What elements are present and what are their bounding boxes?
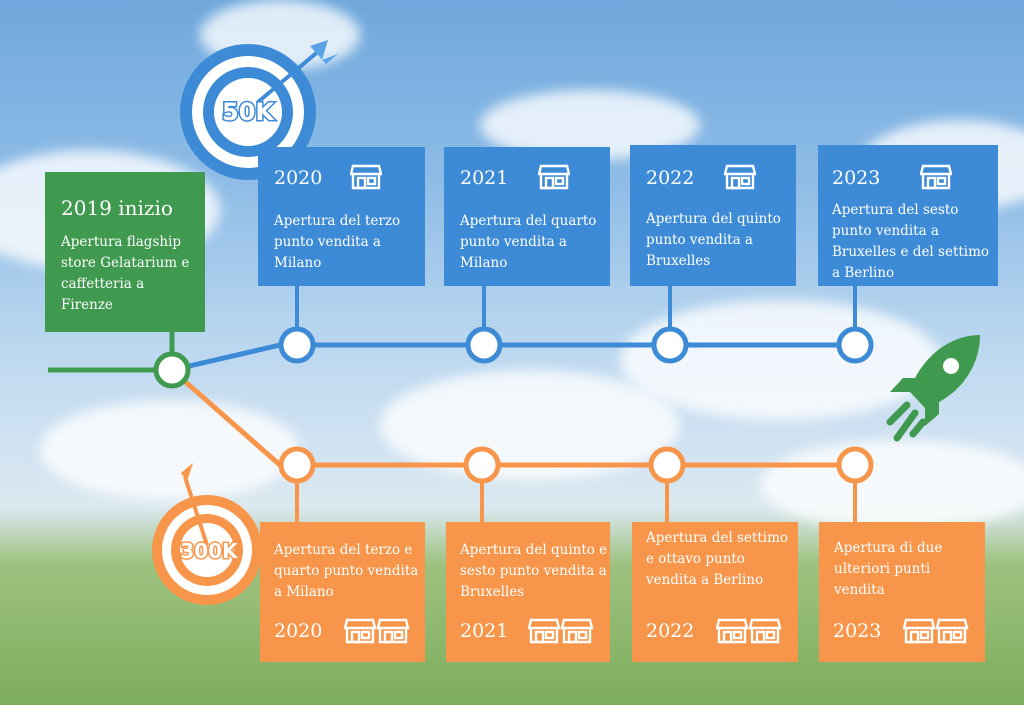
blue-node <box>465 326 503 364</box>
card-year: 2021 <box>460 167 509 189</box>
card-year: 2021 <box>460 620 509 642</box>
cloud <box>760 440 1024 530</box>
orange-card-2020: Apertura del terzo e quarto punto vendit… <box>260 522 425 662</box>
start-card: 2019 inizio Apertura flagship store Gela… <box>45 172 205 332</box>
card-year: 2022 <box>646 620 695 642</box>
card-description: Apertura del quarto punto vendita a Mila… <box>460 213 597 271</box>
blue-card-2023: 2023 Apertura del sesto punto vendita a … <box>818 145 998 286</box>
card-year: 2022 <box>646 167 695 189</box>
card-year: 2023 <box>832 167 881 189</box>
blue-node <box>651 326 689 364</box>
store-icon <box>528 618 594 644</box>
card-description: Apertura del quinto punto vendita a Brux… <box>646 211 781 269</box>
store-icon <box>350 164 382 190</box>
target-icon: 300K <box>152 463 262 605</box>
card-description: Apertura del terzo punto vendita a Milan… <box>274 213 401 271</box>
store-icon <box>903 618 969 644</box>
card-description: Apertura del settimo e ottavo punto vend… <box>646 530 789 588</box>
start-description: Apertura flagship store Gelatarium e caf… <box>61 234 190 313</box>
store-icon <box>724 164 756 190</box>
target-label: 50K <box>222 98 275 126</box>
blue-card-2021: 2021 Apertura del quarto punto vendita a… <box>444 147 610 286</box>
card-description: Apertura del sesto punto vendita a Bruxe… <box>832 202 990 281</box>
store-icon <box>344 618 410 644</box>
orange-card-2022: Apertura del settimo e ottavo punto vend… <box>632 522 798 662</box>
store-icon <box>920 164 952 190</box>
store-icon <box>538 164 570 190</box>
card-year: 2023 <box>833 620 882 642</box>
card-year: 2020 <box>274 167 323 189</box>
orange-node <box>648 446 686 484</box>
orange-node <box>463 446 501 484</box>
target-icon: 50K <box>180 40 338 180</box>
start-year: 2019 inizio <box>61 196 173 220</box>
card-year: 2020 <box>274 620 323 642</box>
cloud <box>40 400 300 500</box>
card-description: Apertura del quinto e sesto punto vendit… <box>460 542 608 600</box>
blue-node <box>278 326 316 364</box>
orange-card-2023: Apertura di due ulteriori punti vendita … <box>819 522 985 662</box>
store-icon <box>716 618 782 644</box>
start-node <box>153 351 191 389</box>
blue-card-2022: 2022 Apertura del quinto punto vendita a… <box>630 145 796 286</box>
card-description: Apertura di due ulteriori punti vendita <box>834 540 943 598</box>
cloud <box>380 370 680 480</box>
blue-node <box>836 326 874 364</box>
card-description: Apertura del terzo e quarto punto vendit… <box>274 542 419 600</box>
blue-card-2020: 2020 Apertura del terzo punto vendita a … <box>258 147 425 286</box>
rocket-icon <box>886 335 980 442</box>
orange-card-2021: Apertura del quinto e sesto punto vendit… <box>446 522 610 662</box>
orange-node <box>278 446 316 484</box>
target-label: 300K <box>180 539 239 563</box>
orange-node <box>836 446 874 484</box>
